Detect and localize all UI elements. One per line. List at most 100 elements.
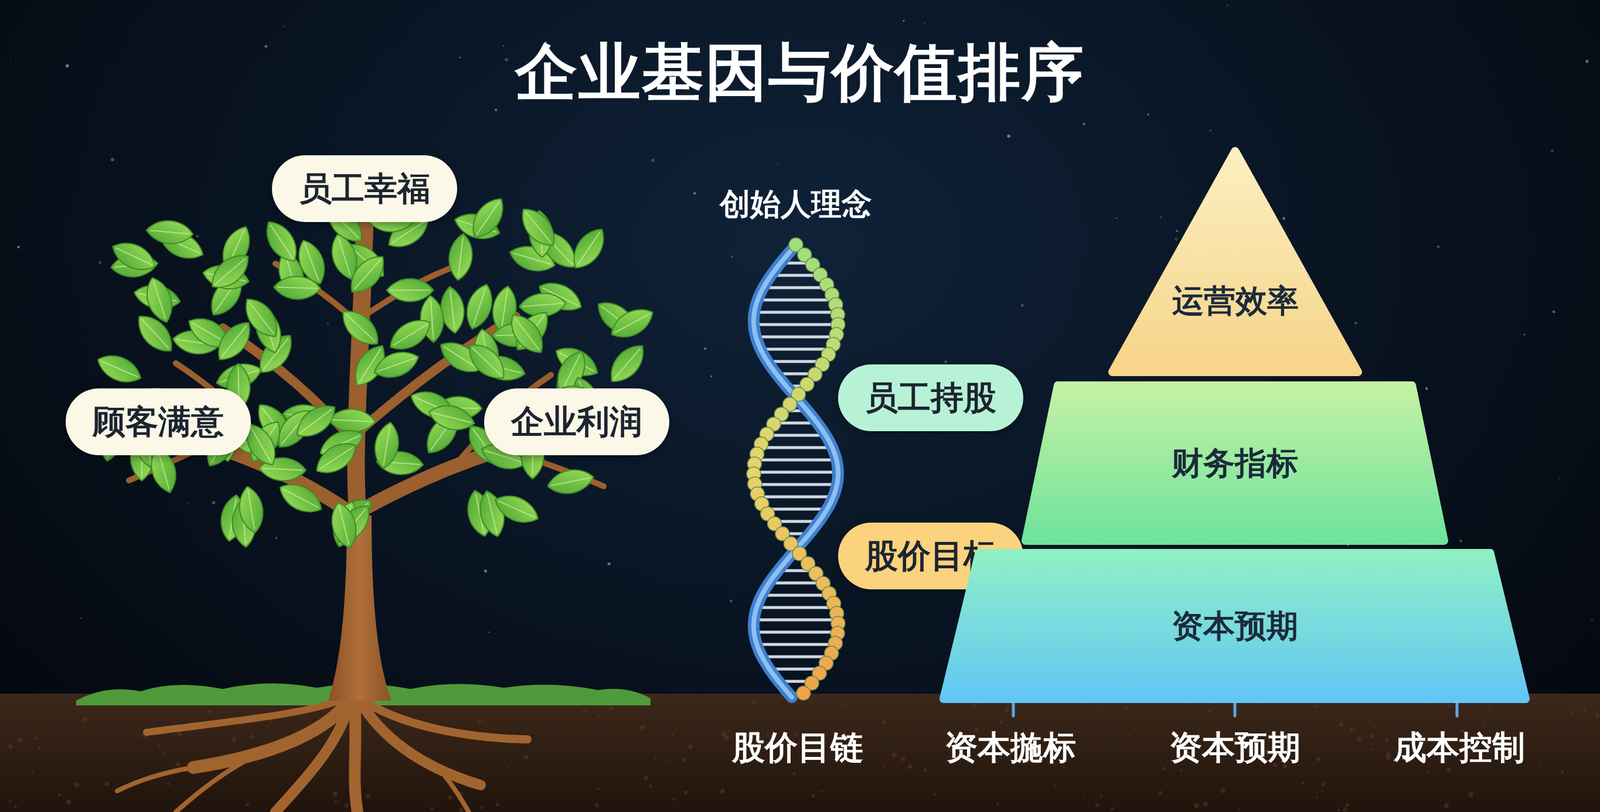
soil-speck [1321,783,1325,787]
pyramid-layer: 资本预期 [943,553,1526,700]
node-text: 员工幸福 [298,168,431,210]
soil-speck [1444,803,1449,809]
soil-speck [1179,769,1183,773]
soil-speck [1095,710,1099,714]
star [1591,619,1593,621]
leaf [236,484,267,535]
star [1226,4,1228,6]
soil-speck [458,808,464,812]
star [924,22,926,25]
leaf-vein [270,225,294,259]
leaf [446,232,475,282]
soil-speck [594,803,599,808]
leaf-vein [430,299,434,340]
dna-heading: 创始人理念 [719,185,873,223]
soil-speck [1447,704,1452,708]
leaf-vein [247,489,255,530]
soil-speck [1370,748,1373,751]
dna-rung [761,655,830,659]
layer-fill [1025,385,1445,541]
leaf-vein [250,427,271,462]
soil-speck [896,748,898,751]
soil-speck [8,799,12,803]
soil-speck [728,730,731,733]
soil-speck [882,720,887,725]
leaf [327,499,361,551]
soil-speck [1385,752,1391,758]
leaf-blade [343,249,392,301]
leaf [130,308,180,359]
leaf [606,302,659,345]
star [16,245,20,249]
soil-speck [648,784,652,788]
star [65,63,70,68]
leaf-blade [545,465,597,498]
dna-rung [757,298,835,302]
soil-speck [175,761,180,767]
star [703,347,707,350]
star [1552,310,1556,314]
leaf-vein [338,237,351,277]
soil-speck [811,794,816,799]
leaf-blade [566,222,612,275]
leaf-vein [472,287,486,326]
leaf-vein [353,259,381,290]
leaf-vein [614,348,640,380]
soil-speck [245,803,250,808]
soil-speck [1583,709,1587,713]
leaf [290,397,342,445]
dna-rung [760,348,832,352]
roots [117,697,528,812]
leaf-vein [525,212,551,243]
leaf [343,249,392,301]
leaf-vein [450,290,455,330]
soil-speck [1427,771,1431,774]
leaf-vein [432,413,472,424]
dna-rung [758,495,834,499]
leaf-blade [603,338,652,390]
layer-fill [1112,151,1358,373]
leaf [335,303,386,353]
soil-speck [719,788,725,794]
soil-speck [1482,723,1485,726]
star [1282,216,1285,220]
star [327,322,329,325]
leaf-vein [390,289,431,291]
leaf-vein [141,319,169,349]
soil-speck [1336,808,1340,812]
leaf-blade [371,420,402,471]
leaf-blade [273,275,321,300]
soil-speck [1357,737,1362,742]
leaf-blade [490,489,543,530]
ground-label: 资本预期 [1169,727,1301,768]
dna-rung [759,446,833,450]
leaf [465,192,511,244]
soil-speck [1537,766,1541,769]
leaf-blade [236,484,267,535]
node-text: 财务指标 [1171,444,1299,483]
leaf-vein [614,314,650,333]
soil-speck [883,766,886,769]
soil-speck [1095,803,1100,808]
branches [128,228,604,528]
star [494,108,498,112]
leaf-vein [116,247,153,265]
star [283,25,286,28]
leaf-vein [377,358,415,372]
node-text: 资本预期 [1171,607,1299,646]
leaf [274,477,328,520]
leaf-blade [465,192,511,244]
soil-speck [1560,770,1564,774]
leaf-blade [446,232,475,282]
star [1020,304,1024,308]
star [776,163,778,165]
soil-speck [507,766,510,769]
soil-speck [1004,707,1009,713]
leaf [205,247,256,296]
star [187,502,189,505]
leaf-vein [550,477,591,486]
leaf [328,408,377,434]
soil-speck [478,720,482,724]
soil-speck [654,757,657,760]
ground [0,693,1600,812]
